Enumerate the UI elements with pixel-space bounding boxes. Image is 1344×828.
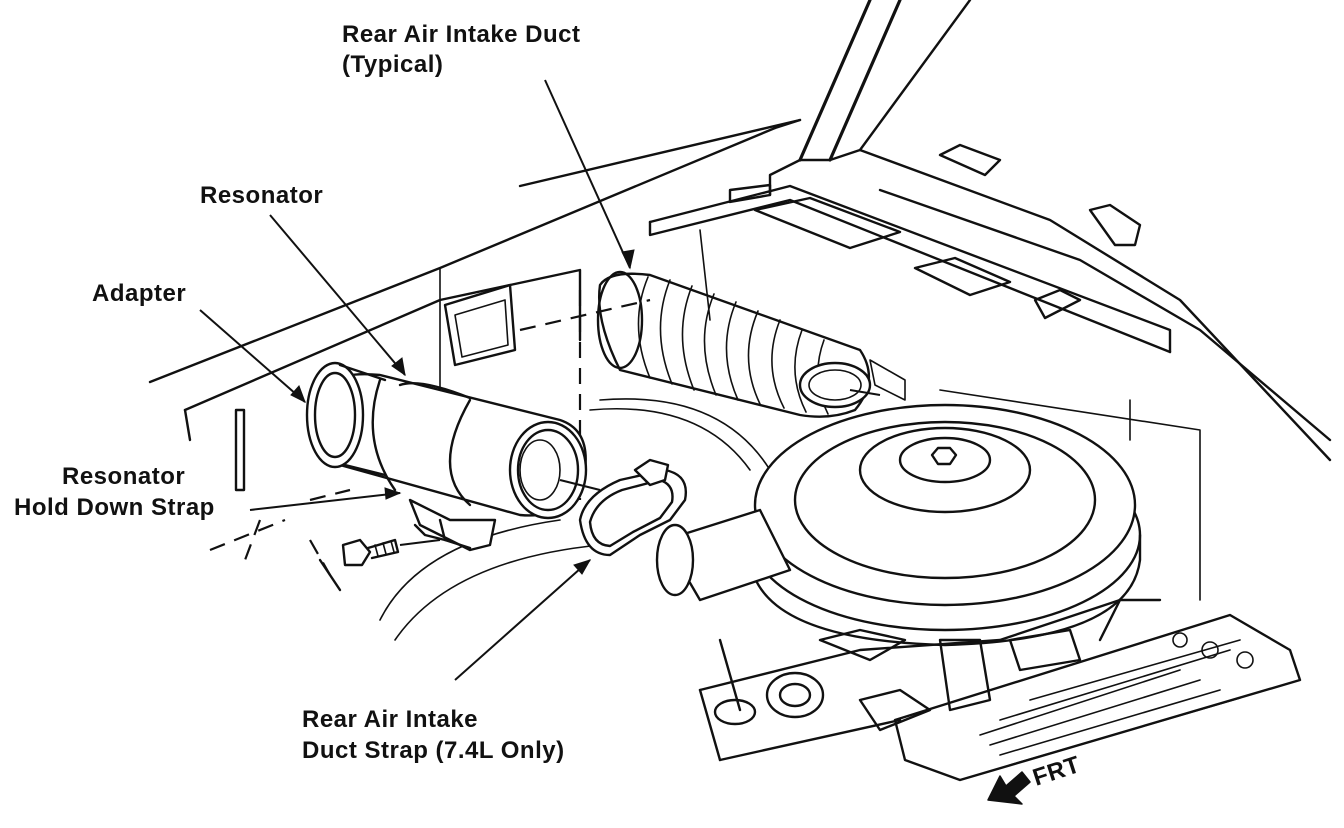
adapter-drawing bbox=[305, 361, 387, 477]
label-duct-strap-line1: Rear Air Intake bbox=[302, 706, 478, 733]
duct-strap-drawing bbox=[578, 458, 687, 557]
label-resonator: Resonator bbox=[200, 182, 323, 209]
label-adapter: Adapter bbox=[92, 280, 186, 307]
label-rear-air-intake-duct: Rear Air Intake Duct bbox=[342, 21, 581, 48]
label-duct-strap-line2: Duct Strap (7.4L Only) bbox=[302, 737, 565, 764]
bolt-drawing bbox=[341, 538, 441, 567]
label-hold-down-strap-line1: Resonator bbox=[62, 463, 185, 490]
vehicle-body-drawing bbox=[148, 0, 1332, 641]
arrow-down-left-icon bbox=[987, 771, 1031, 805]
hold-down-strap-drawing bbox=[408, 498, 497, 552]
label-rear-air-intake-duct-typical: (Typical) bbox=[342, 51, 443, 78]
leader-lines bbox=[199, 79, 635, 681]
engine-drawing bbox=[698, 598, 1302, 782]
air-cleaner-assembly bbox=[655, 403, 1142, 647]
labels: Rear Air Intake Duct (Typical) Resonator… bbox=[14, 21, 1084, 792]
label-hold-down-strap-line2: Hold Down Strap bbox=[14, 494, 215, 521]
rear-intake-duct-drawing bbox=[596, 270, 881, 418]
